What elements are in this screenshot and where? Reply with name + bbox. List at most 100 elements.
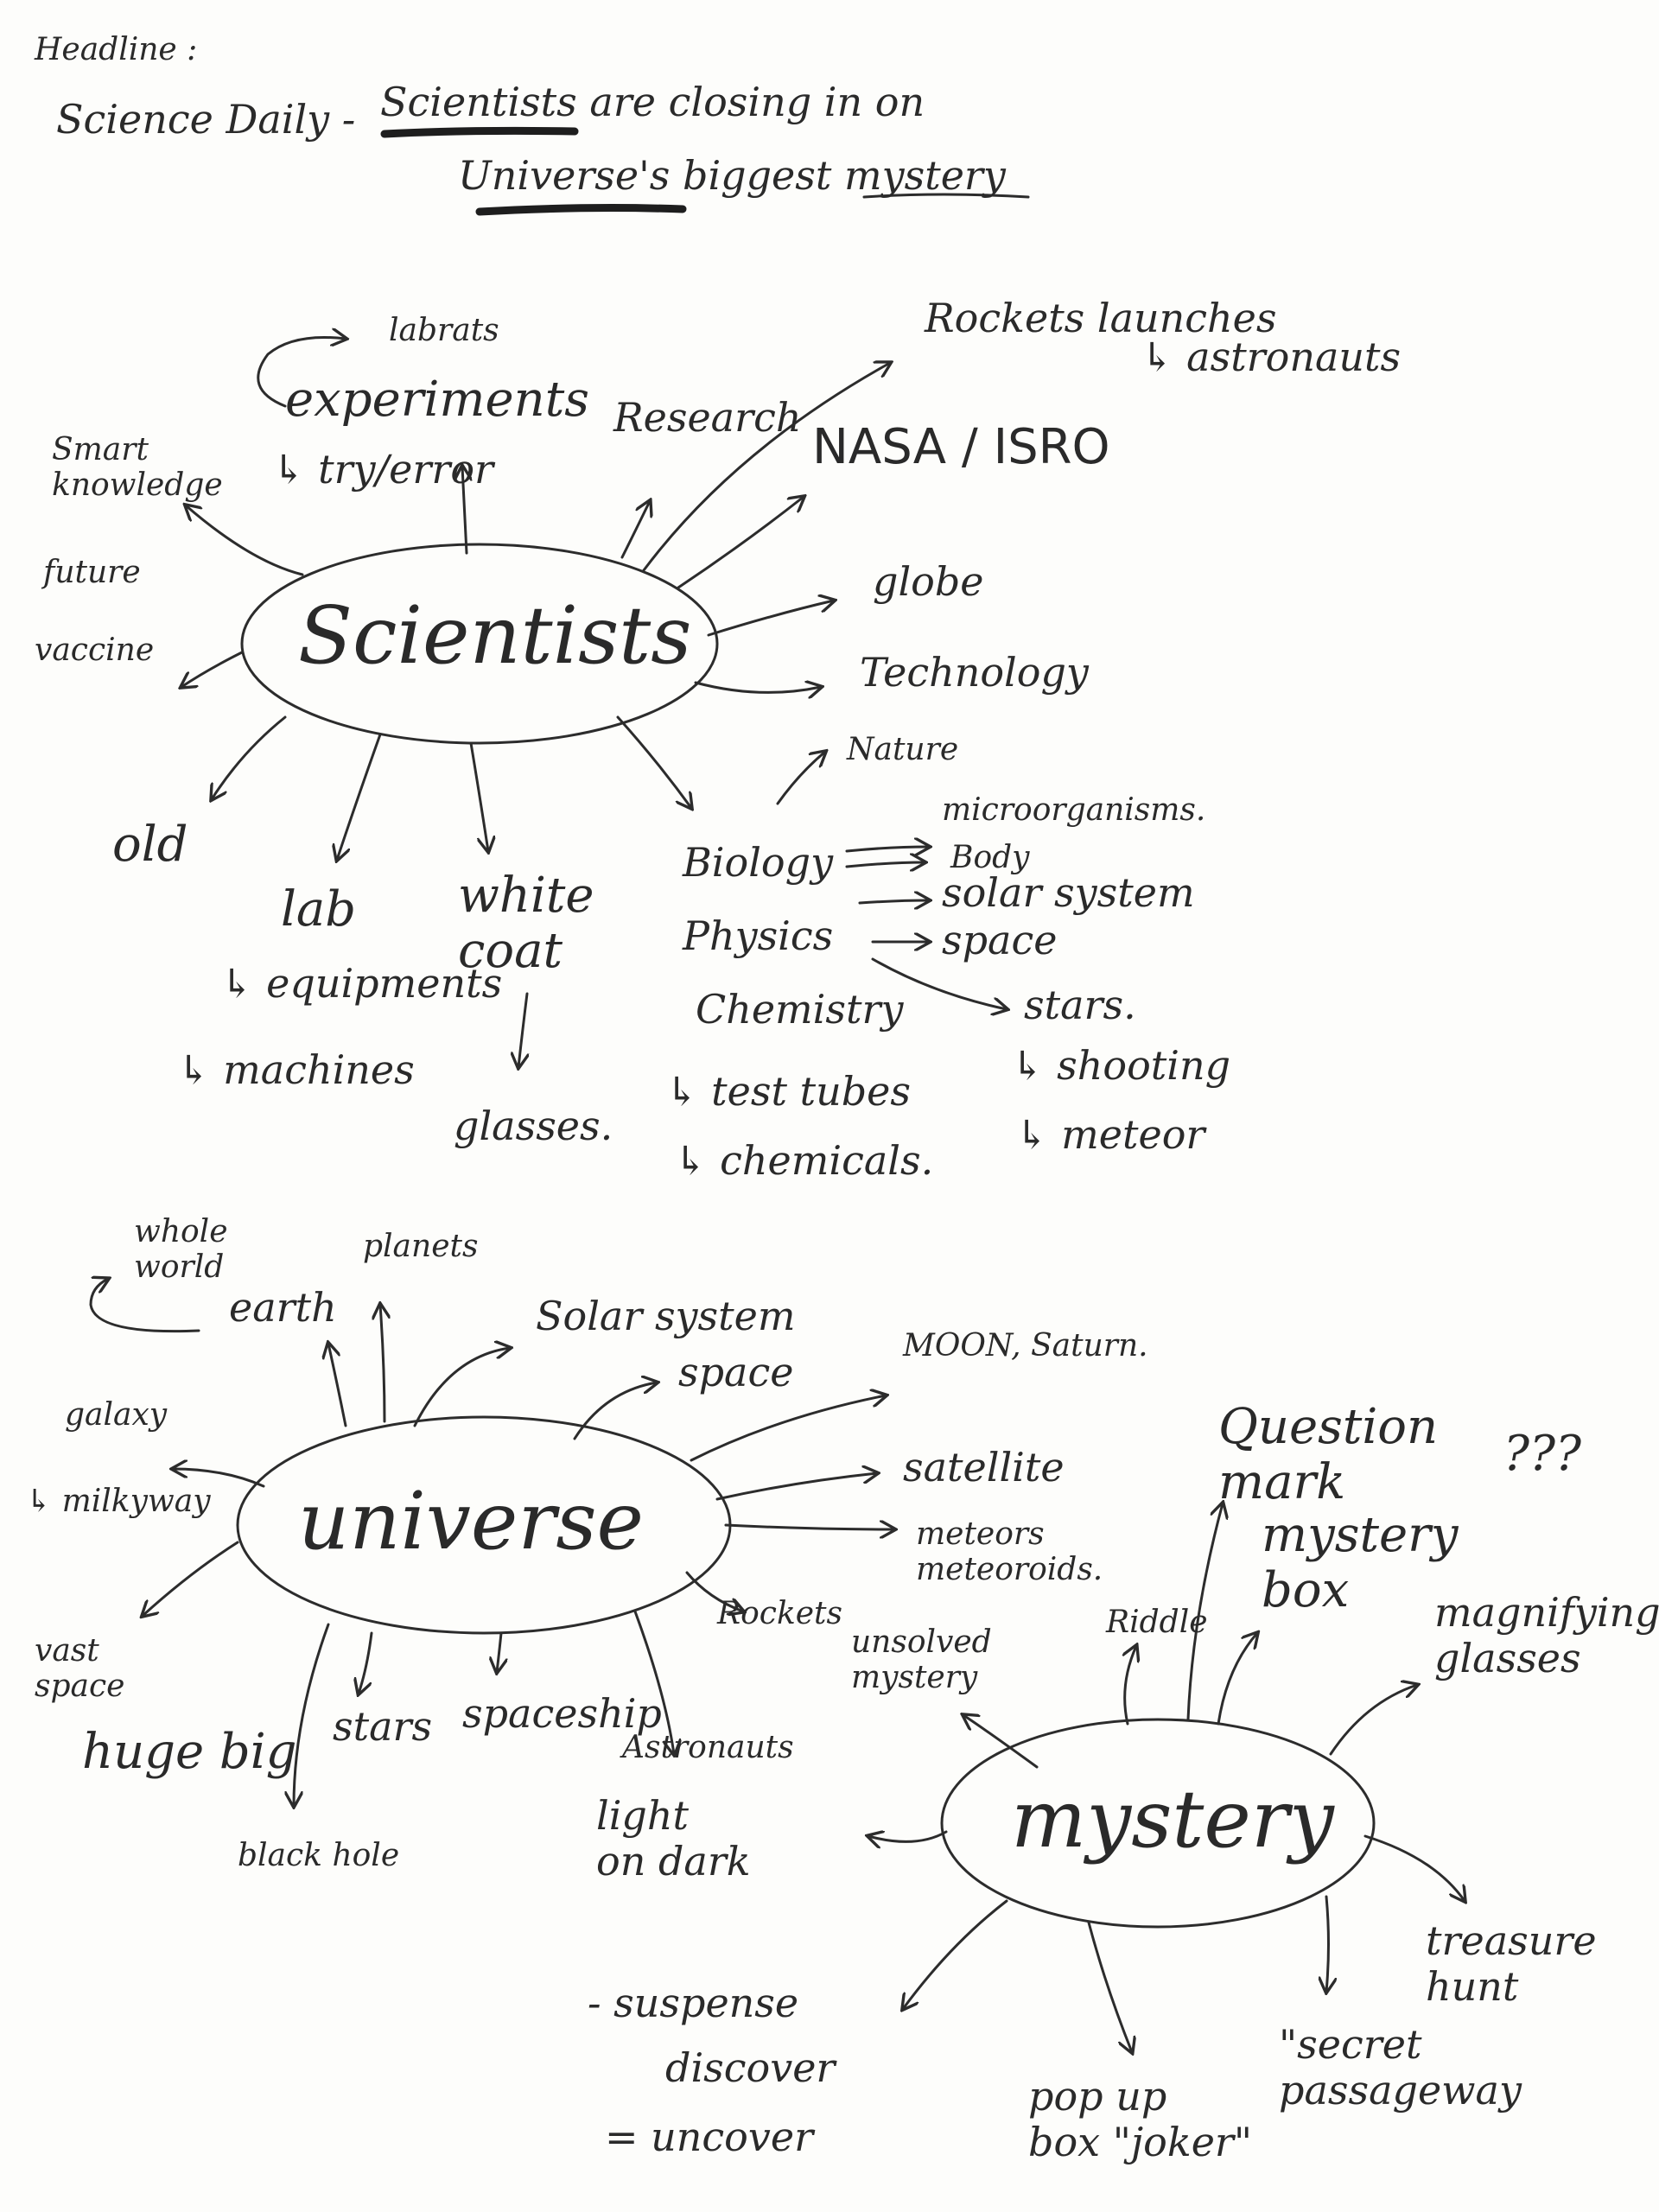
arrow-scientists-technology [694, 683, 821, 692]
arrow-mystery-question [1186, 1503, 1223, 1721]
arrow-universe-galaxy [173, 1469, 265, 1488]
node-machines: ↳ machines [177, 1046, 415, 1093]
headline-underlines [380, 126, 1030, 216]
node-space-u: space [678, 1349, 794, 1395]
arrow-scientists-smart [186, 505, 304, 576]
node-solar-system: solar system [942, 869, 1195, 916]
arrow-scientists-lab [337, 733, 382, 860]
headline-line2: Universe's biggest mystery [458, 152, 1006, 199]
arrow-universe-astronauts [633, 1610, 674, 1754]
arrow-universe-meteors [724, 1525, 894, 1529]
node-mystery: mystery [1011, 1773, 1334, 1866]
node-space: space [942, 917, 1058, 963]
arrow-mystery-light [868, 1832, 948, 1841]
node-black-hole: black hole [238, 1838, 400, 1873]
node-nature: Nature [847, 732, 959, 767]
arrow-scientists-old [212, 715, 287, 799]
arrow-mystery-magnifying [1329, 1685, 1417, 1756]
node-future: future [43, 555, 141, 590]
node-scientists: Scientists [298, 589, 692, 682]
universe-arrows [89, 1279, 894, 1806]
node-chemicals: ↳ chemicals. [674, 1137, 934, 1184]
node-secret-passageway: "secret passageway [1279, 2021, 1522, 2113]
node-globe: globe [873, 558, 984, 605]
arrow-universe-satellite [715, 1473, 877, 1501]
arrow-mystery-unsolved [963, 1715, 1039, 1769]
node-old: old [112, 817, 188, 873]
node-pop-up-box: pop up box "joker" [1028, 2073, 1253, 2165]
arrow-worldearth [89, 1279, 200, 1333]
node-light-on-dark: light on dark [596, 1792, 751, 1885]
arrow-universe-earth [328, 1344, 347, 1427]
underline-universes [475, 204, 687, 216]
arrow-scientists-vaccine [181, 651, 244, 687]
node-microorganisms: microorganisms. [942, 792, 1206, 828]
node-unsolved: unsolved mystery [851, 1624, 992, 1696]
arrow-biology-body [845, 862, 925, 867]
arrow-mystery-secret [1326, 1895, 1329, 1992]
arrow-coat-glasses [518, 992, 527, 1067]
node-planets: planets [363, 1229, 479, 1264]
arrow-universe-moon [690, 1395, 886, 1462]
node-astronauts-u: Astronauts [622, 1730, 794, 1765]
node-white-coat: white coat [458, 868, 594, 980]
node-solar-system-u: Solar system [536, 1293, 796, 1339]
node-meteor: ↳ meteor [1015, 1111, 1205, 1158]
arrow-scientists-rockets [642, 363, 890, 572]
node-labrats: labrats [389, 313, 499, 348]
node-research: Research [613, 394, 802, 441]
node-moon-saturn: MOON, Saturn. [903, 1328, 1148, 1363]
arrow-scientists-nasa [677, 497, 804, 589]
node-stars-u: stars [333, 1703, 433, 1750]
arrow-universe-space [573, 1382, 657, 1440]
arrow-universe-spaceship [497, 1631, 501, 1672]
node-biology: Biology [683, 839, 834, 886]
node-suspense: - suspense [588, 1980, 799, 2026]
node-earth: earth [229, 1284, 337, 1331]
arrow-scientists-globe [707, 601, 834, 637]
node-body: Body [950, 840, 1030, 875]
headline-line1: Scientists are closing in on [380, 79, 925, 125]
arrow-physics-solar [858, 900, 929, 903]
mystery-arrows [868, 1503, 1465, 2052]
node-glasses: glasses. [454, 1103, 613, 1149]
node-question-marks: ??? [1503, 1426, 1582, 1482]
node-treasure-hunt: treasure hunt [1426, 1917, 1597, 2010]
node-equipments: ↳ equipments [220, 960, 503, 1007]
node-experiments: experiments [285, 372, 589, 428]
arrow-universe-vast [143, 1541, 239, 1616]
arrow-mystery-suspense [903, 1899, 1008, 2009]
node-stars: stars. [1024, 982, 1136, 1028]
arrow-scientists-biology [616, 715, 691, 808]
node-shooting: ↳ shooting [1011, 1042, 1231, 1089]
headline-source: Science Daily - [56, 96, 356, 143]
arrow-universe-rockets [685, 1571, 743, 1611]
node-chemistry: Chemistry [696, 986, 904, 1033]
arrow-mystery-treasure [1363, 1834, 1465, 1901]
node-discover: discover [665, 2044, 836, 2091]
node-smart-knowledge: Smart knowledge [52, 432, 223, 504]
node-try-error: ↳ try/error [272, 446, 494, 493]
arrow-universe-stars [359, 1631, 373, 1694]
underline-mystery [862, 193, 1030, 199]
node-question-mark: Question mark [1218, 1399, 1439, 1511]
node-riddle: Riddle [1106, 1605, 1208, 1640]
node-rockets-launches: Rockets launches [925, 295, 1277, 341]
node-satellite: satellite [903, 1444, 1065, 1491]
scientists-oval [240, 543, 719, 745]
node-nasa-isro: NASA / ISRO [812, 419, 1110, 475]
node-physics: Physics [683, 912, 834, 959]
scientists-arrows [181, 337, 1007, 1067]
node-milkyway: ↳ milkyway [26, 1484, 211, 1519]
arrow-biology-micro [845, 847, 929, 851]
arrow-labrats [257, 337, 346, 408]
node-rockets-u: Rockets [717, 1596, 843, 1631]
arrow-mystery-riddle [1125, 1646, 1136, 1726]
node-vast-space: vast space [35, 1633, 125, 1705]
node-test-tubes: ↳ test tubes [665, 1068, 911, 1115]
arrow-mystery-box [1217, 1633, 1257, 1726]
node-astronauts: ↳ astronauts [1141, 334, 1402, 380]
node-universe: universe [298, 1475, 644, 1567]
